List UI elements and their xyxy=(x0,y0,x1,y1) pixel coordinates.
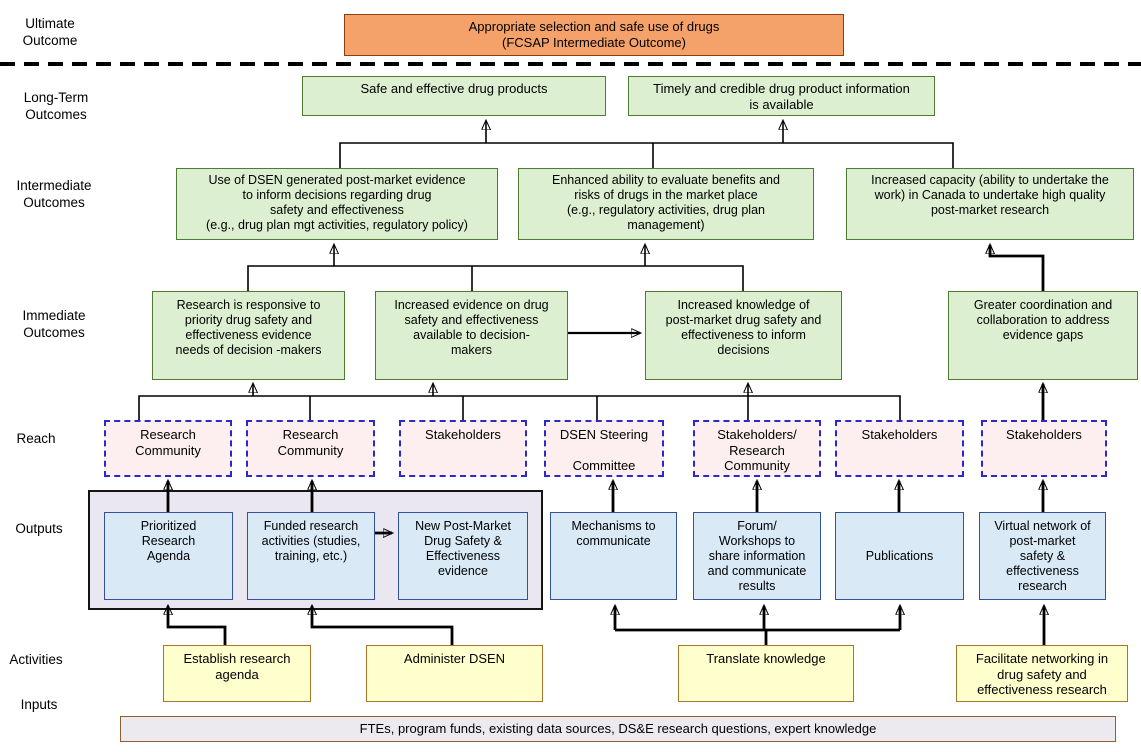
box-intermediate-2: Enhanced ability to evaluate benefits an… xyxy=(518,168,814,240)
box-output-prioritized-research-agenda: Prioritized Research Agenda xyxy=(104,512,233,600)
box-immediate-3: Increased knowledge of post-market drug … xyxy=(645,291,842,380)
box-reach-research-community-2: Research Community xyxy=(246,420,375,477)
row-label-long-term-outcomes: Long-Term Outcomes xyxy=(23,90,89,122)
box-output-publications: Publications xyxy=(835,512,964,600)
box-ultimate-outcome: Appropriate selection and safe use of dr… xyxy=(344,14,844,56)
row-label-immediate-outcomes: Immediate Outcomes xyxy=(22,308,86,340)
box-reach-research-community-1: Research Community xyxy=(104,420,232,477)
connector-intermediate-to-longterm xyxy=(339,121,954,168)
box-activity-establish-research-agenda: Establish research agenda xyxy=(163,645,311,702)
row-label-outputs: Outputs xyxy=(15,521,63,536)
box-longterm-2: Timely and credible drug product informa… xyxy=(628,76,935,116)
box-reach-stakeholders-research-community: Stakeholders/ Research Community xyxy=(693,420,821,477)
row-label-reach: Reach xyxy=(16,431,56,446)
row-label-intermediate-outcomes: Intermediate Outcomes xyxy=(16,178,92,210)
box-activity-facilitate-networking: Facilitate networking in drug safety and… xyxy=(956,645,1128,702)
connector-outputs-to-reach xyxy=(168,481,1043,512)
box-reach-dsen-steering-committee: DSEN Steering Committee xyxy=(544,420,664,477)
box-output-mechanisms-to-communicate: Mechanisms to communicate xyxy=(550,512,677,600)
box-activity-administer-dsen: Administer DSEN xyxy=(366,645,543,702)
box-immediate-2: Increased evidence on drug safety and ef… xyxy=(375,291,568,380)
box-inputs: FTEs, program funds, existing data sourc… xyxy=(120,716,1116,742)
row-label-inputs: Inputs xyxy=(20,697,58,712)
box-longterm-1: Safe and effective drug products xyxy=(302,76,606,116)
box-output-funded-research-activities: Funded research activities (studies, tra… xyxy=(247,512,375,600)
box-activity-translate-knowledge: Translate knowledge xyxy=(678,645,854,702)
box-immediate-1: Research is responsive to priority drug … xyxy=(152,291,345,380)
box-reach-stakeholders-1: Stakeholders xyxy=(399,420,527,477)
box-output-virtual-network: Virtual network of post-market safety & … xyxy=(979,512,1106,600)
connector-immediate-to-intermediate xyxy=(247,245,1045,291)
box-output-new-postmarket-evidence: New Post-Market Drug Safety & Effectiven… xyxy=(398,512,528,600)
box-immediate-4: Greater coordination and collaboration t… xyxy=(948,291,1138,380)
row-label-activities: Activities xyxy=(9,652,63,667)
box-intermediate-3: Increased capacity (ability to undertake… xyxy=(846,168,1134,240)
box-reach-stakeholders-3: Stakeholders xyxy=(981,420,1107,477)
row-label-ultimate-outcome: Ultimate Outcome xyxy=(22,16,78,48)
connector-activities-to-outputs xyxy=(168,606,1044,645)
box-intermediate-1: Use of DSEN generated post-market eviden… xyxy=(176,168,498,240)
box-reach-stakeholders-2: Stakeholders xyxy=(835,420,964,477)
connector-reach-to-immediate xyxy=(138,384,1043,420)
box-output-forum-workshops: Forum/ Workshops to share information an… xyxy=(693,512,821,600)
